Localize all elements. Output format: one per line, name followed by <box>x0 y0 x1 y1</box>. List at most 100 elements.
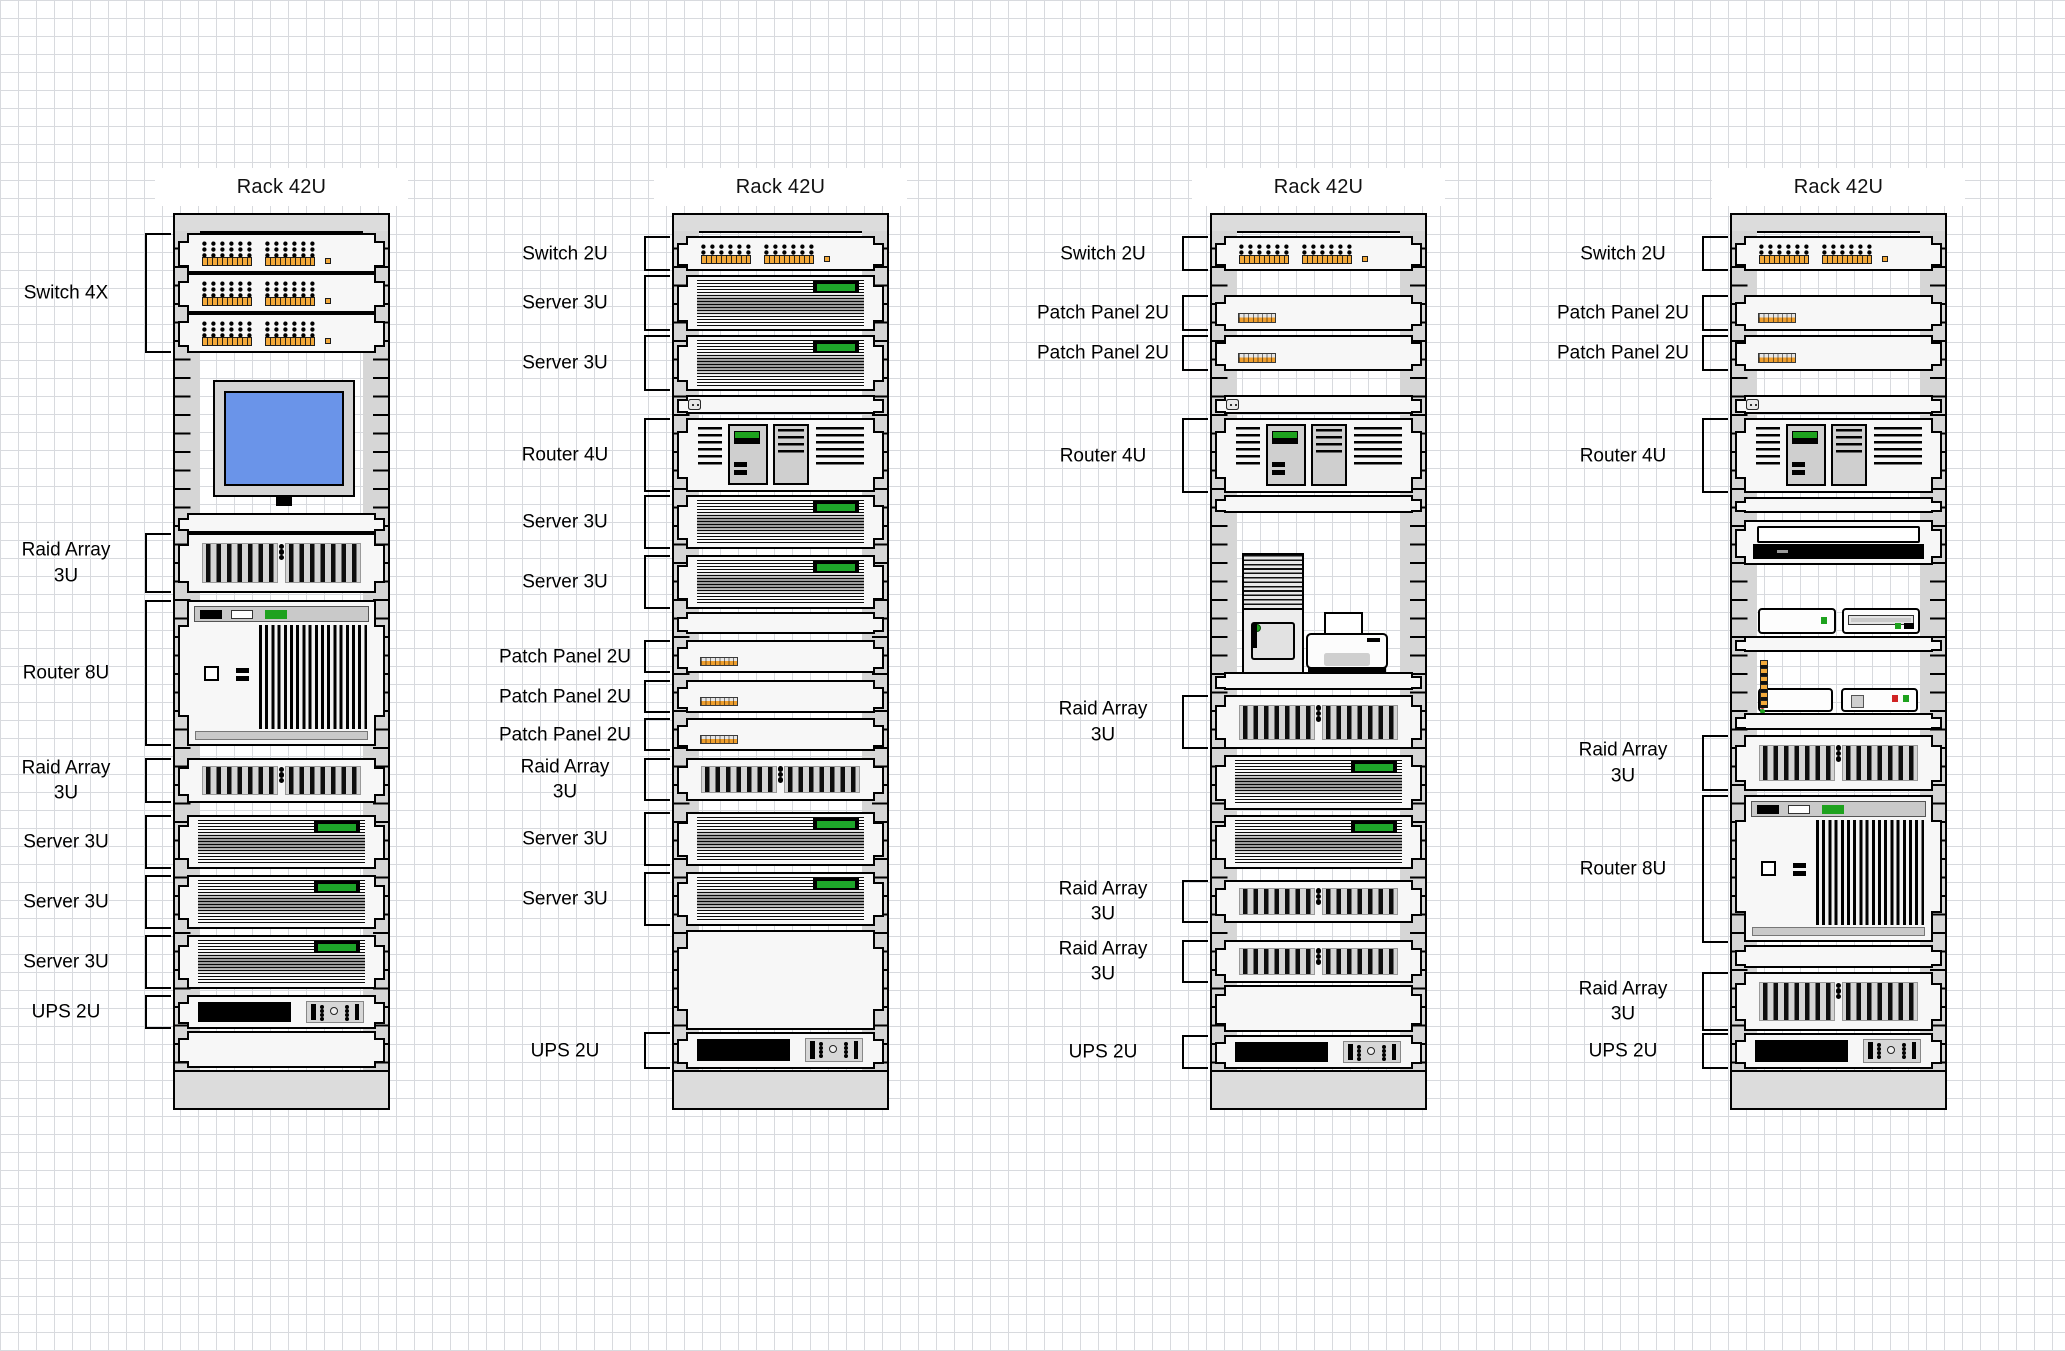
unit-router-8u[interactable] <box>178 600 385 746</box>
unit-server-3u[interactable] <box>677 275 884 331</box>
unit-switch[interactable] <box>1735 236 1942 271</box>
unit-server-3u[interactable] <box>178 935 385 989</box>
unit-group-label[interactable]: Router 8U <box>22 662 110 684</box>
rack-frame[interactable] <box>672 213 889 1110</box>
unit-group-label[interactable]: Switch 2U <box>1580 242 1666 264</box>
unit-server-3u[interactable] <box>178 815 385 869</box>
unit-group-label[interactable]: Server 3U <box>23 831 109 853</box>
unit-group-label[interactable]: Patch Panel 2U <box>1036 302 1170 324</box>
rack-frame[interactable] <box>1210 213 1427 1110</box>
unit-group-label[interactable]: Raid Array 3U <box>520 756 610 803</box>
unit-group-label[interactable]: Patch Panel 2U <box>498 645 632 667</box>
unit-group-label[interactable]: Patch Panel 2U <box>498 685 632 707</box>
unit-power-strip[interactable] <box>677 395 884 414</box>
unit-patch-panel-2u[interactable] <box>1735 295 1942 331</box>
unit-raid-array-3u[interactable] <box>1215 880 1422 923</box>
unit-group-label[interactable]: Server 3U <box>522 571 608 593</box>
unit-server-3u[interactable] <box>677 335 884 391</box>
tower-pc[interactable] <box>1242 553 1304 676</box>
appliance-pair[interactable] <box>1758 608 1920 634</box>
unit-raid-array-3u[interactable] <box>1215 695 1422 749</box>
unit-patch-panel-2u[interactable] <box>677 640 884 673</box>
unit-router-4u[interactable] <box>677 418 884 492</box>
unit-raid-array-3u[interactable] <box>178 533 385 593</box>
unit-group-label[interactable]: Patch Panel 2U <box>498 723 632 745</box>
unit-router-4u[interactable] <box>1215 418 1422 493</box>
unit-group-label[interactable]: Router 4U <box>521 444 609 466</box>
unit-group-label[interactable]: Raid Array 3U <box>21 757 111 804</box>
unit-server-3u[interactable] <box>1215 755 1422 810</box>
unit-group-label[interactable]: Server 3U <box>23 891 109 913</box>
unit-group-label[interactable]: Patch Panel 2U <box>1036 342 1170 364</box>
unit-switch[interactable] <box>178 313 385 353</box>
unit-group-label[interactable]: UPS 2U <box>530 1039 600 1061</box>
monitor[interactable] <box>213 380 355 506</box>
unit-group-label[interactable]: Raid Array 3U <box>1058 878 1148 925</box>
unit-patch-panel-2u[interactable] <box>1215 335 1422 371</box>
unit-group-label[interactable]: Server 3U <box>522 511 608 533</box>
unit-server-3u[interactable] <box>1215 815 1422 869</box>
unit-ups-2u[interactable] <box>1735 1033 1942 1069</box>
unit-switch[interactable] <box>178 233 385 273</box>
unit-group-label[interactable]: Switch 2U <box>1060 242 1146 264</box>
unit-ups-2u[interactable] <box>677 1032 884 1069</box>
unit-blank-panel[interactable] <box>1215 495 1422 513</box>
unit-switch[interactable] <box>1215 236 1422 271</box>
unit-patch-panel-2u[interactable] <box>1215 295 1422 331</box>
unit-raid-array-3u[interactable] <box>677 758 884 801</box>
rack-title[interactable]: Rack 42U <box>155 168 408 206</box>
unit-blank-panel[interactable] <box>178 1031 385 1068</box>
rack-frame[interactable] <box>173 213 390 1110</box>
unit-group-label[interactable]: Router 4U <box>1579 444 1667 466</box>
unit-server-3u[interactable] <box>178 875 385 929</box>
unit-group-label[interactable]: Router 4U <box>1059 444 1147 466</box>
rack-title[interactable]: Rack 42U <box>654 168 907 206</box>
unit-server-3u[interactable] <box>677 495 884 549</box>
unit-group-label[interactable]: UPS 2U <box>1068 1041 1138 1063</box>
unit-blank-panel[interactable] <box>1735 636 1942 652</box>
unit-blank-panel[interactable] <box>1735 713 1942 730</box>
unit-patch-panel-2u[interactable] <box>677 718 884 751</box>
unit-power-strip[interactable] <box>1215 395 1422 414</box>
unit-ups-2u[interactable] <box>1215 1035 1422 1069</box>
unit-switch[interactable] <box>178 273 385 313</box>
unit-group-label[interactable]: Raid Array 3U <box>1578 739 1668 787</box>
unit-blank-panel[interactable] <box>677 612 884 634</box>
appliance-pair[interactable] <box>1758 659 1918 724</box>
printer[interactable] <box>1306 612 1388 672</box>
rack-title[interactable]: Rack 42U <box>1712 168 1965 206</box>
unit-switch[interactable] <box>677 236 884 271</box>
unit-group-label[interactable]: Server 3U <box>522 888 608 910</box>
unit-group-label[interactable]: Raid Array 3U <box>1058 938 1148 985</box>
unit-group-label[interactable]: Server 3U <box>522 828 608 850</box>
unit-group-label[interactable]: Server 3U <box>23 951 109 973</box>
rack-title[interactable]: Rack 42U <box>1192 168 1445 206</box>
unit-group-label[interactable]: Switch 4X <box>23 282 109 304</box>
unit-group-label[interactable]: Server 3U <box>522 292 608 314</box>
rack-frame[interactable] <box>1730 213 1947 1110</box>
unit-raid-array-3u[interactable] <box>178 758 385 803</box>
unit-raid-array-3u[interactable] <box>1215 940 1422 983</box>
unit-blank-panel[interactable] <box>1735 497 1942 513</box>
unit-group-label[interactable]: Raid Array 3U <box>1578 978 1668 1025</box>
unit-group-label[interactable]: Router 8U <box>1579 858 1667 880</box>
unit-group-label[interactable]: Raid Array 3U <box>21 539 111 587</box>
unit-group-label[interactable]: Patch Panel 2U <box>1556 302 1690 324</box>
unit-raid-array-3u[interactable] <box>1735 972 1942 1031</box>
unit-group-label[interactable]: Server 3U <box>522 352 608 374</box>
unit-group-label[interactable]: UPS 2U <box>1588 1040 1658 1062</box>
unit-group-label[interactable]: Raid Array 3U <box>1058 698 1148 746</box>
unit-patch-panel-2u[interactable] <box>677 680 884 713</box>
unit-router-4u[interactable] <box>1735 418 1942 493</box>
unit-server-3u[interactable] <box>677 555 884 609</box>
unit-router-8u[interactable] <box>1735 795 1942 942</box>
unit-blank-panel[interactable] <box>1735 945 1942 968</box>
unit-blank-panel[interactable] <box>178 513 385 533</box>
unit-power-strip[interactable] <box>1735 395 1942 414</box>
unit-server-3u[interactable] <box>677 812 884 866</box>
unit-group-label[interactable]: UPS 2U <box>31 1001 101 1023</box>
unit-raid-array-3u[interactable] <box>1735 735 1942 791</box>
unit-patch-panel-2u[interactable] <box>1735 335 1942 371</box>
unit-blank-panel[interactable] <box>677 930 884 1030</box>
unit-blank-panel[interactable] <box>1215 672 1422 690</box>
